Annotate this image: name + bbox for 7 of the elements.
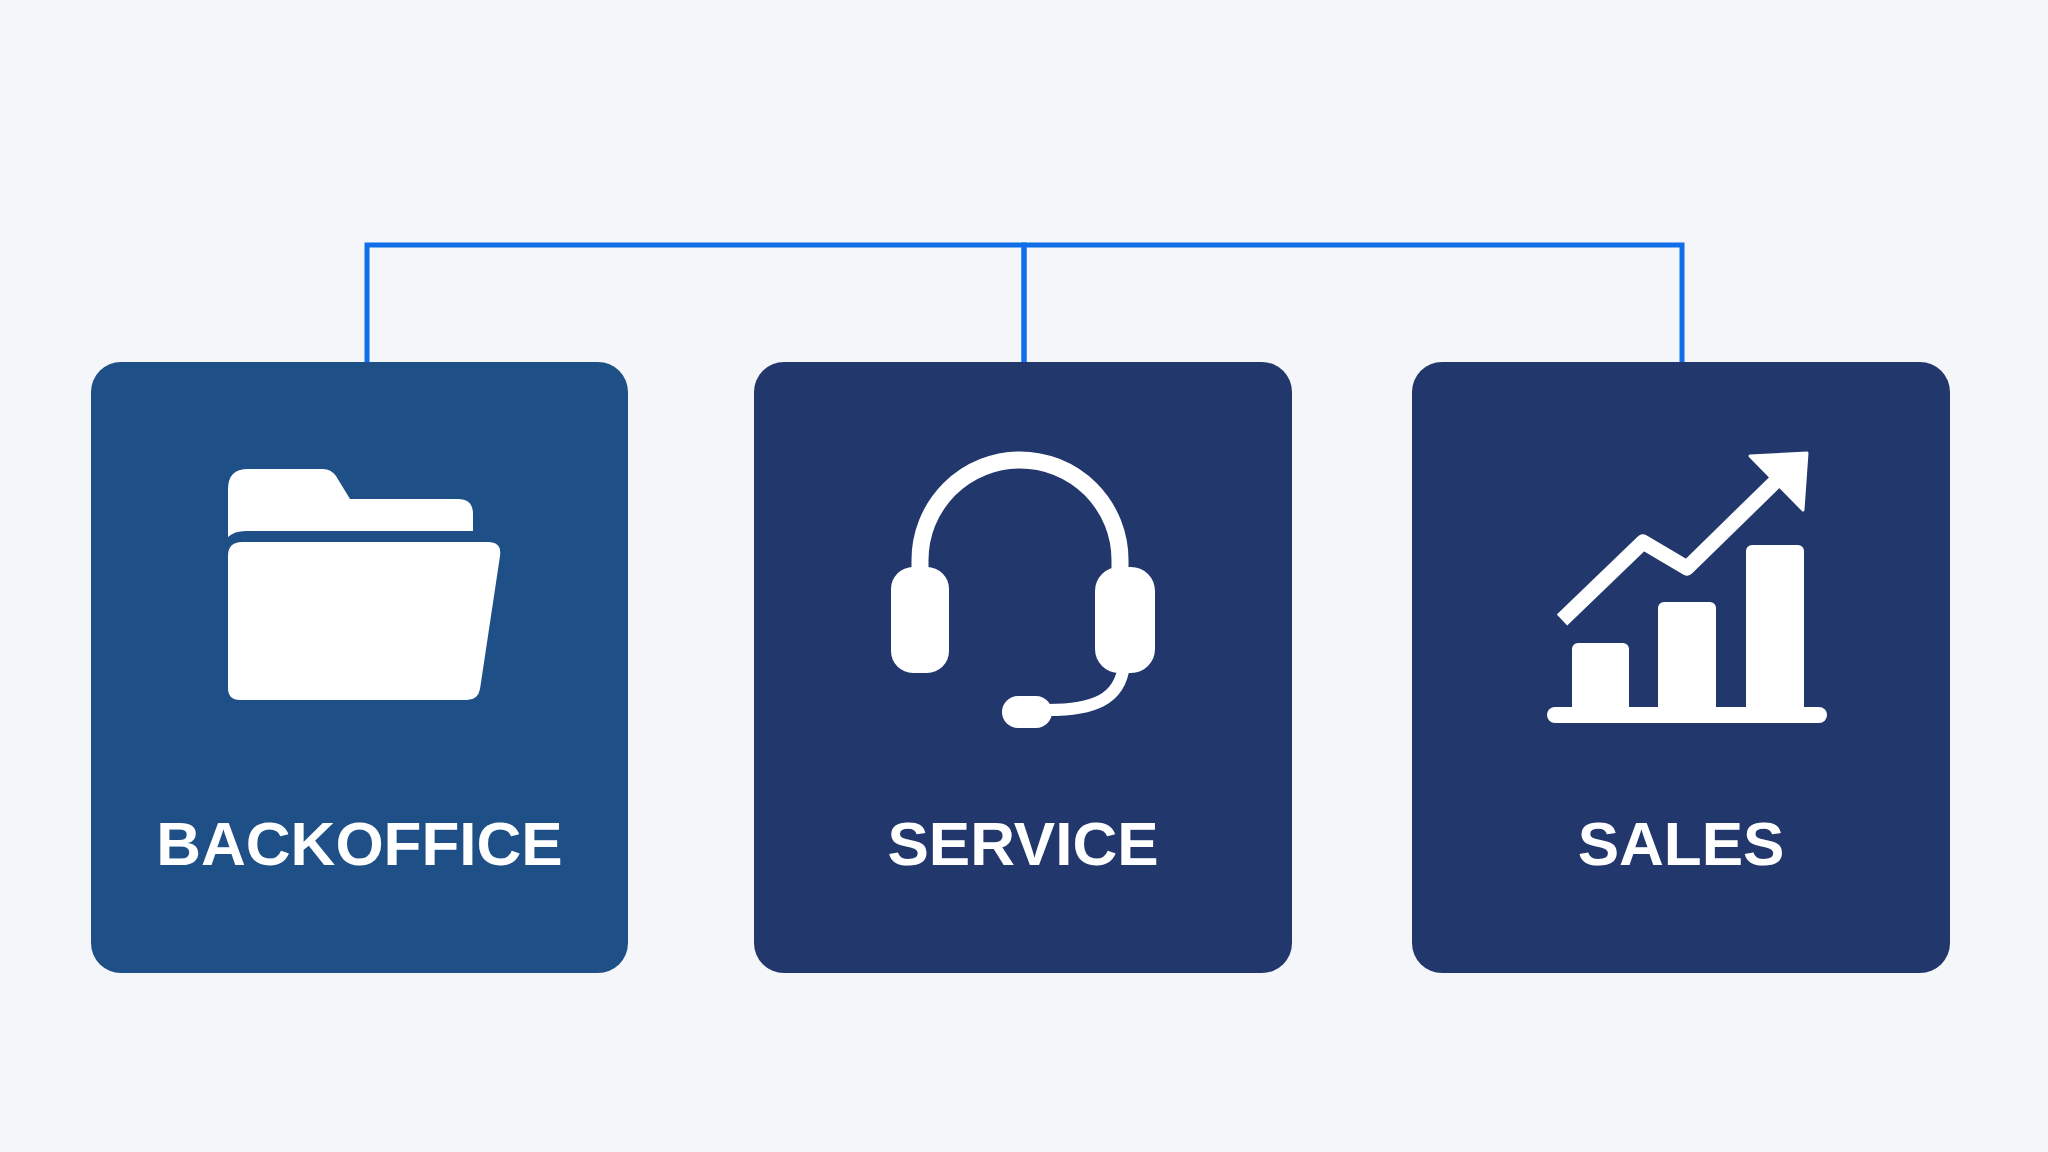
box-label: SALES (1577, 813, 1785, 875)
category-box (754, 362, 1292, 973)
category-box (91, 362, 628, 973)
connector-line (1021, 242, 1685, 362)
category-box (1412, 362, 1950, 973)
box-label: SERVICE (887, 813, 1159, 875)
box-label: BACKOFFICE (156, 813, 563, 875)
